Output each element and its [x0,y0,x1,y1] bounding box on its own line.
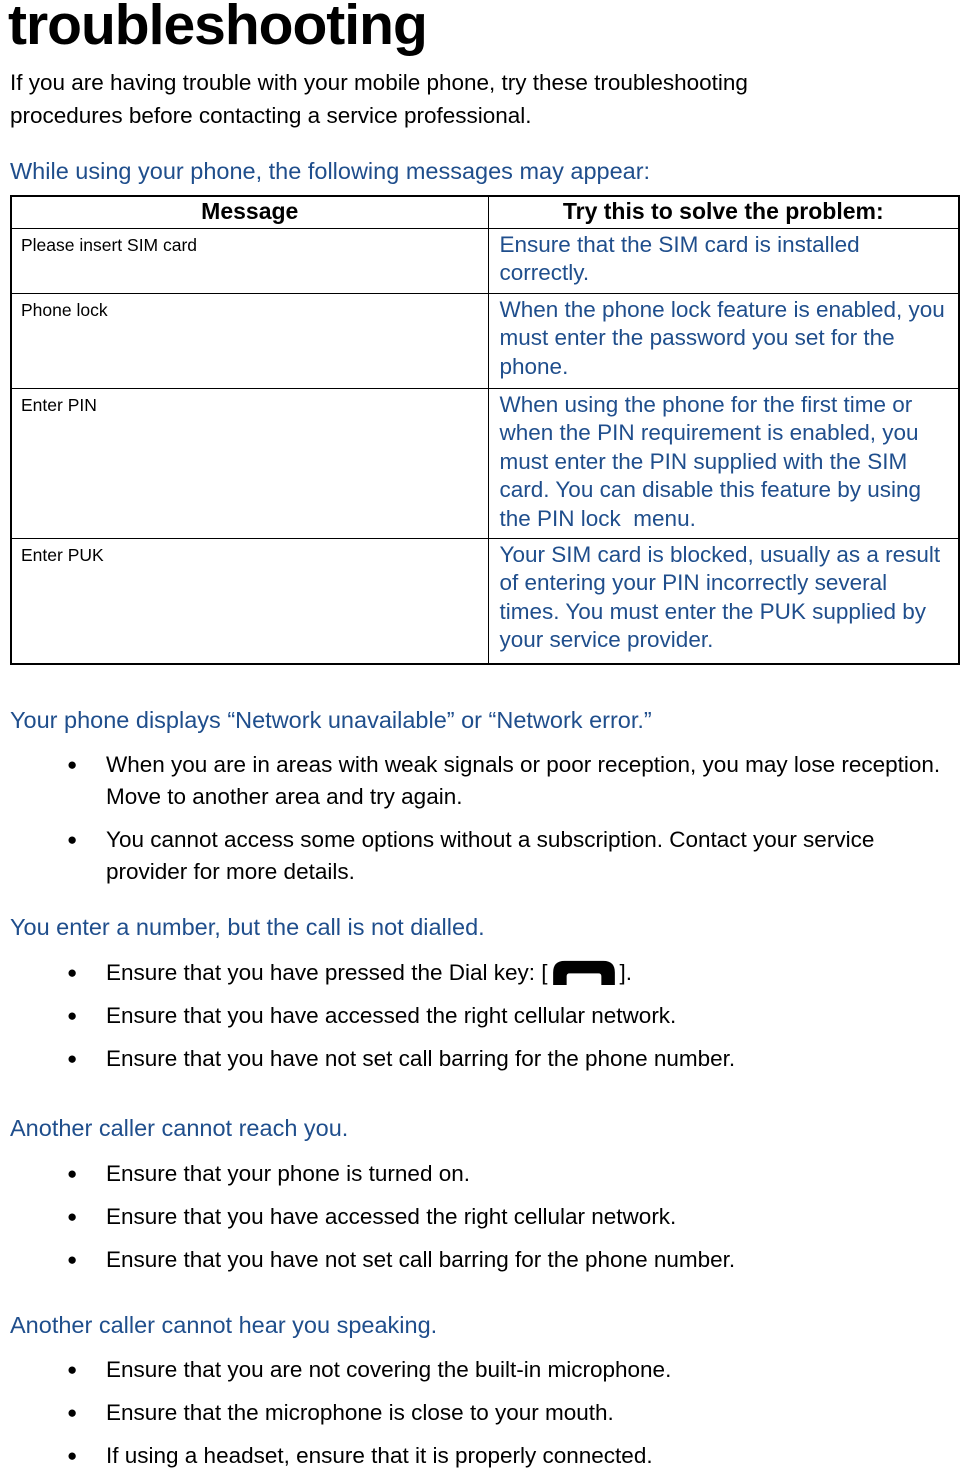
message-cell: Phone lock [10,292,489,389]
solution-cell: Your SIM card is blocked, usually as a r… [487,537,960,665]
list-item: ● Ensure that you have not set call barr… [10,1043,956,1075]
bullet-icon: ● [67,755,78,775]
table-row: Phone lock When the phone lock feature i… [10,292,960,389]
section-heading: Another caller cannot hear you speaking. [10,1311,438,1338]
list-item: ● You cannot access some options without… [10,824,956,888]
bullet-icon: ● [67,1206,78,1226]
bullet-icon: ● [67,1403,78,1423]
message-cell: Please insert SIM card [10,227,489,294]
solution-cell: Ensure that the SIM card is installed co… [487,227,960,294]
list-item: ● If using a headset, ensure that it is … [10,1440,956,1472]
table-row: Enter PUK Your SIM card is blocked, usua… [10,537,960,665]
dial-key-icon [552,960,615,985]
list-item-text: Ensure that your phone is turned on. [106,1160,470,1186]
list-item-text: Ensure that you have pressed the Dial ke… [106,957,956,989]
dial-key-text-prefix: Ensure that you have pressed the Dial ke… [106,960,548,985]
solution-cell: When the phone lock feature is enabled, … [487,292,960,389]
bullet-list: ● Ensure that your phone is turned on. ●… [10,1158,956,1276]
section-caller-cannot-hear: Another caller cannot hear you speaking.… [10,1312,956,1472]
section-heading: Another caller cannot reach you. [10,1115,349,1141]
page-title: troubleshooting [8,0,428,57]
intro-paragraph: If you are having trouble with your mobi… [10,69,748,128]
section-caller-cannot-reach: Another caller cannot reach you. ● Ensur… [10,1115,956,1276]
list-item-text: If using a headset, ensure that it is pr… [106,1443,653,1469]
bullet-icon: ● [67,1360,78,1380]
list-item-dial-key: ● Ensure that you have pressed the Dial … [10,957,956,989]
column-header-solution: Try this to solve the problem: [487,195,960,229]
bullet-icon: ● [67,1249,78,1269]
section-heading: Your phone displays “Network unavailable… [10,706,652,733]
list-item: ● Ensure that you have accessed the righ… [10,1201,956,1233]
bullet-icon: ● [67,1006,78,1025]
list-item-text: Ensure that the microphone is close to y… [106,1400,614,1426]
troubleshooting-messages-table: Message Try this to solve the problem: P… [10,194,960,665]
bullet-icon: ● [67,963,78,982]
list-item-text: Ensure that you have accessed the right … [106,1003,677,1028]
table-row: Enter PIN When using the phone for the f… [10,387,960,539]
section-call-not-dialled: You enter a number, but the call is not … [10,914,956,1075]
list-item-text: When you are in areas with weak signals … [106,752,941,810]
list-item-text: You cannot access some options without a… [106,827,875,885]
section-network-error: Your phone displays “Network unavailable… [10,707,956,889]
list-item: ● Ensure that you have accessed the righ… [10,1000,956,1032]
bullet-icon: ● [67,830,78,850]
bullet-list: ● When you are in areas with weak signal… [10,749,956,888]
column-header-message: Message [10,195,489,229]
list-item: ● Ensure that your phone is turned on. [10,1158,956,1190]
messages-section-heading: While using your phone, the following me… [10,157,651,184]
bullet-icon: ● [67,1049,78,1068]
table-row: Please insert SIM card Ensure that the S… [10,227,960,294]
list-item-text: Ensure that you are not covering the bui… [106,1357,672,1383]
table-header-row: Message Try this to solve the problem: [10,195,960,229]
list-item-text: Ensure that you have accessed the right … [106,1203,677,1229]
list-item: ● Ensure that you are not covering the b… [10,1354,956,1386]
table-header: Message Try this to solve the problem: [10,195,960,229]
list-item: ● Ensure that the microphone is close to… [10,1397,956,1429]
bullet-list: ● Ensure that you are not covering the b… [10,1354,956,1472]
section-heading: You enter a number, but the call is not … [10,914,485,941]
bullet-icon: ● [67,1163,78,1183]
list-item-text: Ensure that you have not set call barrin… [106,1246,736,1272]
bullet-icon: ● [67,1446,78,1466]
message-cell: Enter PIN [10,387,489,539]
list-item-text: Ensure that you have not set call barrin… [106,1046,736,1071]
list-item: ● When you are in areas with weak signal… [10,749,956,813]
solution-cell: When using the phone for the first time … [487,387,960,539]
bullet-list: ● Ensure that you have pressed the Dial … [10,957,956,1075]
dial-key-text-suffix: ]. [619,960,633,985]
message-cell: Enter PUK [10,537,489,665]
list-item: ● Ensure that you have not set call barr… [10,1244,956,1276]
